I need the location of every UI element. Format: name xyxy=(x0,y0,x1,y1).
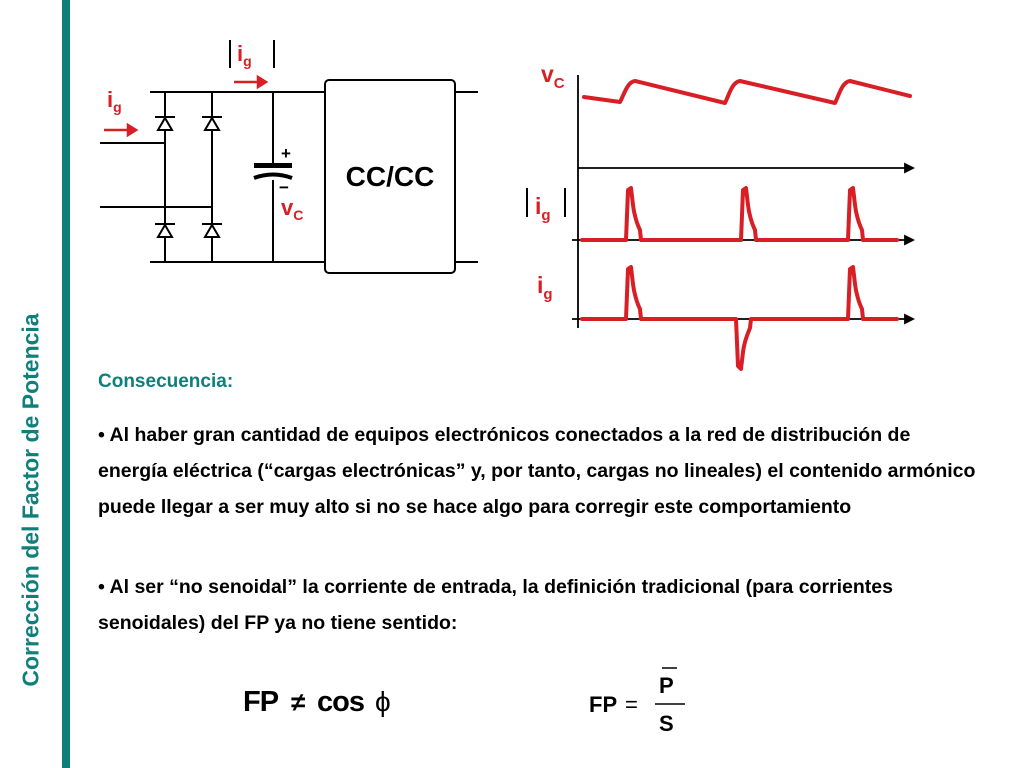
diode-icon xyxy=(202,223,222,238)
formula-right: FP = P S xyxy=(589,667,685,736)
capacitor-plus: + xyxy=(281,144,291,163)
circuit-vc-label: vC xyxy=(281,195,303,223)
formula-left-lhs: FP xyxy=(243,686,279,718)
bullet-paragraph-1: • Al haber gran cantidad de equipos elec… xyxy=(98,424,976,518)
diode-icon xyxy=(202,116,222,131)
circuit-ig-label: ig xyxy=(107,87,122,115)
diode-bridge xyxy=(155,116,222,238)
formula-left-rhs: cos xyxy=(317,686,364,718)
converter-box xyxy=(324,79,456,274)
waveform-vc-label: vC xyxy=(541,61,565,92)
capacitor-icon xyxy=(253,163,293,180)
arrow-right-icon xyxy=(904,162,916,174)
consequence-heading: Consecuencia: xyxy=(98,371,234,392)
converter-label: CC/CC xyxy=(346,161,435,192)
formula-right-lhs: FP xyxy=(589,692,617,717)
formula-right-eq: = xyxy=(625,692,638,717)
formula-right-denominator: S xyxy=(659,711,674,736)
arrow-right-icon xyxy=(904,313,916,325)
formula-left: FP ≠ cos ϕ xyxy=(243,686,391,718)
abs-ig-waveform xyxy=(580,186,899,242)
arrow-right-icon xyxy=(104,122,139,138)
diode-icon xyxy=(155,116,175,131)
diode-icon xyxy=(155,223,175,238)
sidebar-accent-bar xyxy=(62,0,70,768)
formula-left-phi: ϕ xyxy=(375,686,391,717)
formula-right-numerator: P xyxy=(659,673,674,698)
waveform-ig-label: ig xyxy=(537,272,553,303)
bullet-paragraph-2: • Al ser “no senoidal” la corriente de e… xyxy=(98,576,893,634)
capacitor-minus: − xyxy=(279,178,289,197)
circuit-abs-ig-label: ig xyxy=(237,41,252,69)
arrow-right-icon xyxy=(234,74,269,90)
vc-waveform xyxy=(582,79,912,105)
waveform-abs-ig-label: ig xyxy=(535,193,551,224)
ig-waveform xyxy=(580,265,899,371)
arrow-right-icon xyxy=(904,234,916,246)
formula-left-neq: ≠ xyxy=(291,687,305,717)
